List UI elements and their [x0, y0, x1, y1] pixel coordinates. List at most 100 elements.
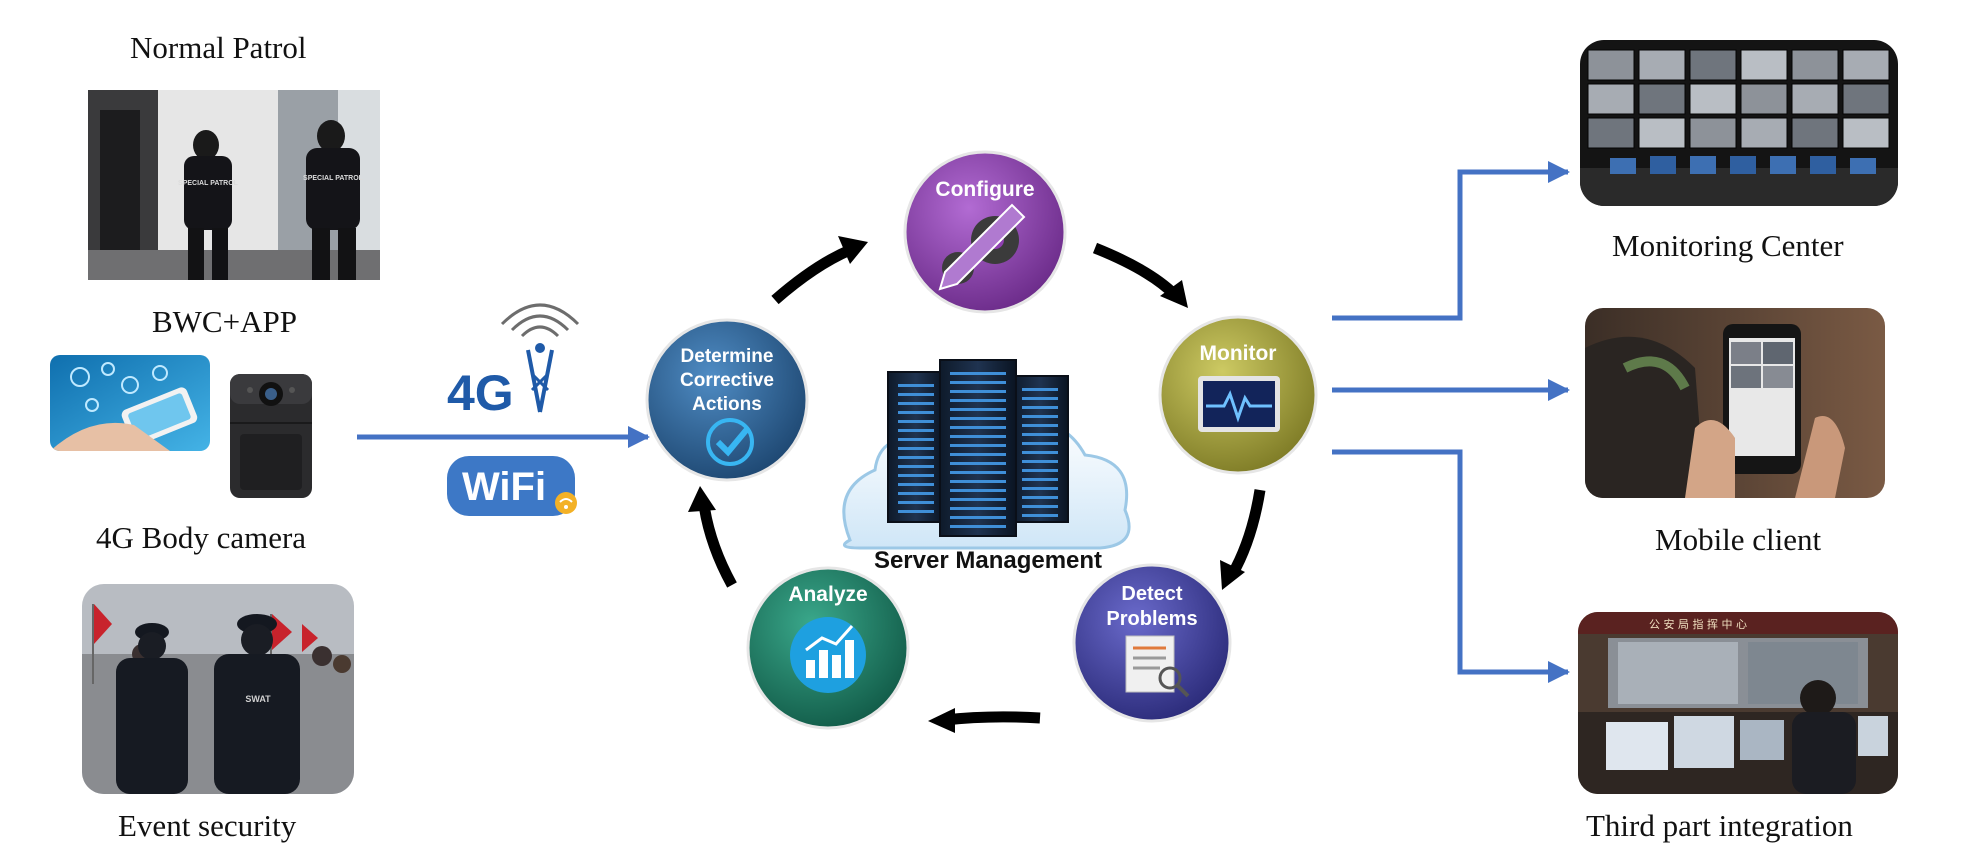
- event-security-label: Event security: [118, 808, 297, 843]
- server-management-label: Server Management: [874, 547, 1102, 574]
- server-rack-light: [898, 465, 934, 468]
- server-rack-light: [1022, 469, 1058, 472]
- server-rack-light: [1022, 496, 1058, 499]
- server-rack-light: [950, 426, 1006, 429]
- server-rack-light: [1022, 487, 1058, 490]
- server-rack-light: [898, 420, 934, 423]
- heartbeat-monitor-icon: [1198, 376, 1280, 432]
- server-rack-light: [1022, 406, 1058, 409]
- server-rack-light: [1022, 514, 1058, 517]
- server-cloud-icon: Server Management: [842, 359, 1131, 574]
- detect-problems-node: Detect Problems: [1072, 563, 1232, 723]
- pencil-gear-icon: [938, 203, 1026, 291]
- analyze-node: Analyze: [746, 566, 910, 730]
- body-camera-photo: [228, 372, 314, 500]
- 4g-signal-icon: 4G: [447, 303, 580, 421]
- server-rack-light: [950, 525, 1006, 528]
- server-rack-light: [1022, 424, 1058, 427]
- server-rack-light: [950, 381, 1006, 384]
- video-wall-screen: [1638, 83, 1686, 115]
- server-rack-light: [898, 501, 934, 504]
- monitoring-center-photo: [1580, 40, 1898, 206]
- server-rack-light: [1022, 451, 1058, 454]
- server-rack-light: [1022, 460, 1058, 463]
- video-wall-screen: [1587, 49, 1635, 81]
- third-party-control-room-photo: 公 安 局 指 挥 中 心: [1578, 612, 1898, 794]
- arrow-configure-to-monitor: [1092, 242, 1179, 299]
- swat-vest-text: SWAT: [245, 694, 271, 704]
- video-wall-screen: [1638, 117, 1686, 149]
- server-rack-light: [898, 447, 934, 450]
- video-wall-screen: [1587, 83, 1635, 115]
- server-rack-light: [1022, 415, 1058, 418]
- server-rack-light: [1022, 388, 1058, 391]
- 4g-label: 4G: [447, 365, 514, 421]
- server-rack-light: [1022, 433, 1058, 436]
- server-rack-light: [950, 453, 1006, 456]
- server-rack-light: [950, 444, 1006, 447]
- output-arrow-third-party: [1332, 449, 1570, 683]
- server-rack-light: [950, 462, 1006, 465]
- server-rack-light: [1022, 442, 1058, 445]
- smartphone-app-photo: [50, 355, 210, 451]
- server-rack-light: [950, 390, 1006, 393]
- detect-label-line-1: Detect: [1121, 583, 1182, 605]
- video-wall-screen: [1638, 49, 1686, 81]
- monitoring-center-label: Monitoring Center: [1612, 228, 1844, 263]
- server-rack-light: [1022, 478, 1058, 481]
- server-rack-light: [898, 510, 934, 513]
- mobile-client-photo: [1585, 308, 1885, 498]
- server-rack-light: [898, 483, 934, 486]
- server-rack-light: [950, 507, 1006, 510]
- video-wall-screen: [1689, 49, 1737, 81]
- video-wall-screen: [1791, 49, 1839, 81]
- analyze-label: Analyze: [788, 583, 867, 606]
- arrow-determine-to-configure: [771, 244, 853, 305]
- arrow-analyze-to-determine: [698, 504, 737, 588]
- video-wall-screen: [1740, 49, 1788, 81]
- server-rack-light: [898, 474, 934, 477]
- monitor-label: Monitor: [1200, 342, 1277, 365]
- server-rack-light: [898, 456, 934, 459]
- wifi-icon: WiFi: [447, 456, 577, 516]
- server-rack-light: [898, 411, 934, 414]
- server-rack-light: [898, 429, 934, 432]
- normal-patrol-label: Normal Patrol: [130, 30, 307, 65]
- cycle-arrowheads: [688, 236, 1245, 733]
- body-camera-label: 4G Body camera: [96, 520, 307, 555]
- control-room-sign: 公 安 局 指 挥 中 心: [1649, 617, 1747, 631]
- server-rack-light: [950, 471, 1006, 474]
- video-wall-screen: [1587, 117, 1635, 149]
- video-wall-screen: [1842, 83, 1890, 115]
- output-arrow-monitoring-center: [1332, 161, 1570, 321]
- server-rack-light: [950, 372, 1006, 375]
- event-security-photo: SWAT: [82, 584, 354, 794]
- third-party-integration-label: Third part integration: [1586, 808, 1853, 843]
- server-rack-light: [898, 402, 934, 405]
- server-rack-light: [898, 384, 934, 387]
- server-rack-light: [950, 417, 1006, 420]
- server-rack-light: [898, 492, 934, 495]
- patrol-vest-text-1: SPECIAL PATROL: [178, 180, 239, 187]
- determine-corrective-actions-node: Determine Corrective Actions: [645, 318, 809, 482]
- server-rack-light: [1022, 397, 1058, 400]
- server-rack-light: [950, 498, 1006, 501]
- video-wall-screen: [1842, 117, 1890, 149]
- server-rack-light: [950, 480, 1006, 483]
- bar-chart-icon: [790, 617, 866, 693]
- server-rack-light: [1022, 505, 1058, 508]
- determine-label-line-3: Actions: [692, 394, 762, 415]
- document-magnifier-icon: [1125, 635, 1190, 698]
- video-wall-screen: [1689, 117, 1737, 149]
- bwc-app-label: BWC+APP: [152, 304, 297, 339]
- patrol-officers-photo: SPECIAL PATROL SPECIAL PATROL: [88, 90, 380, 280]
- video-wall-screen: [1791, 83, 1839, 115]
- monitor-node: Monitor: [1158, 315, 1318, 475]
- checkmark-icon: [706, 418, 754, 466]
- server-rack-light: [950, 435, 1006, 438]
- server-rack-light: [898, 438, 934, 441]
- determine-label-line-2: Corrective: [680, 370, 774, 391]
- server-rack-light: [898, 393, 934, 396]
- configure-node: Configure: [903, 150, 1067, 314]
